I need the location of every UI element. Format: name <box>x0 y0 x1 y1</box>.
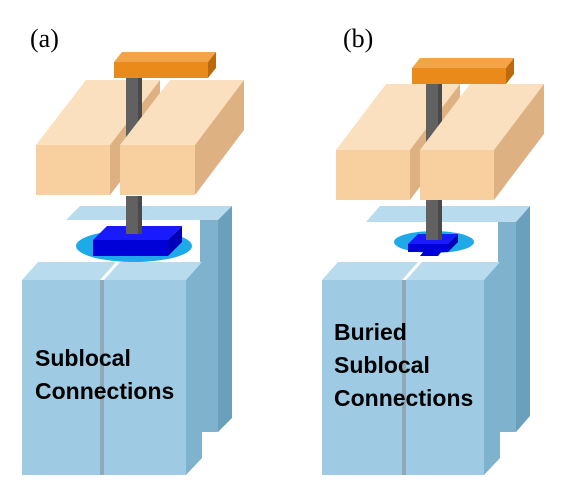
back-pillar-a-side-face <box>218 206 232 432</box>
back-pillar-b-side-face <box>516 206 530 432</box>
panel-b: (b) Buried Sublocal Connections <box>322 24 544 475</box>
pad-b-strap <box>420 246 446 256</box>
contact-a-front <box>114 62 208 78</box>
gate-a-left-front <box>36 145 110 195</box>
gate-a-right-top <box>120 80 244 145</box>
front-pillars-b <box>322 262 500 475</box>
gate-b-right-side <box>494 84 544 200</box>
caption-b-line-1: Buried <box>334 319 407 345</box>
front-pillar-b-right <box>406 280 484 475</box>
via-b-upper-shade <box>438 82 442 154</box>
contact-a <box>114 52 216 78</box>
contact-b-front <box>412 68 506 84</box>
front-pillar-b-right-top <box>406 262 500 280</box>
caption-b-line-3: Connections <box>334 385 473 411</box>
panel-label-a: (a) <box>30 24 59 53</box>
via-b-lower <box>426 198 438 240</box>
back-pillar-a-top <box>66 206 156 220</box>
via-a-lower-shade <box>138 196 142 234</box>
front-pillar-b-left-top <box>322 262 418 280</box>
back-pillar-a-right-side <box>200 220 218 432</box>
gate-a-right-side <box>195 80 244 195</box>
via-a-lower <box>126 196 138 234</box>
front-pillar-a-right <box>104 280 186 475</box>
pad-b-side <box>448 234 458 252</box>
pad-a-side <box>168 226 182 256</box>
panel-label-b: (b) <box>343 24 373 53</box>
pad-a <box>76 196 192 262</box>
back-pillar-b-top-2 <box>440 206 530 222</box>
panel-a: (a) Sublocal Connections <box>22 24 244 475</box>
back-pillar-b-right-side <box>498 222 516 432</box>
gates-a <box>36 78 244 195</box>
gate-a-right-front <box>120 145 195 195</box>
front-pillar-a-left-top <box>22 262 116 280</box>
gate-b-right-front <box>420 150 494 200</box>
front-pillar-a-right-side <box>186 262 202 475</box>
contact-a-side <box>208 52 216 78</box>
caption-b-line-2: Sublocal <box>334 352 430 378</box>
front-pillars-a <box>22 262 202 475</box>
front-pillar-a-left <box>22 280 100 475</box>
caption-a-line-2: Connections <box>35 378 174 404</box>
contact-b-top <box>412 58 514 68</box>
front-pillar-b-left <box>322 280 402 475</box>
contact-b <box>412 58 514 84</box>
caption-a-line-1: Sublocal <box>35 345 131 371</box>
via-b-lower-shade <box>438 198 442 240</box>
front-pillar-b-right-side <box>484 262 500 475</box>
pad-a-front <box>93 240 168 256</box>
back-pillars-a <box>66 206 232 432</box>
gate-b-right-top <box>420 84 544 150</box>
pad-b <box>394 198 474 256</box>
contact-a-top <box>114 52 216 62</box>
back-pillar-a-top-2 <box>142 206 232 220</box>
contact-b-side <box>506 58 514 84</box>
via-a-upper-shade <box>138 78 142 150</box>
gate-b-left-front <box>336 150 410 200</box>
front-pillar-a-right-top <box>104 262 202 280</box>
gates-b <box>336 82 544 200</box>
